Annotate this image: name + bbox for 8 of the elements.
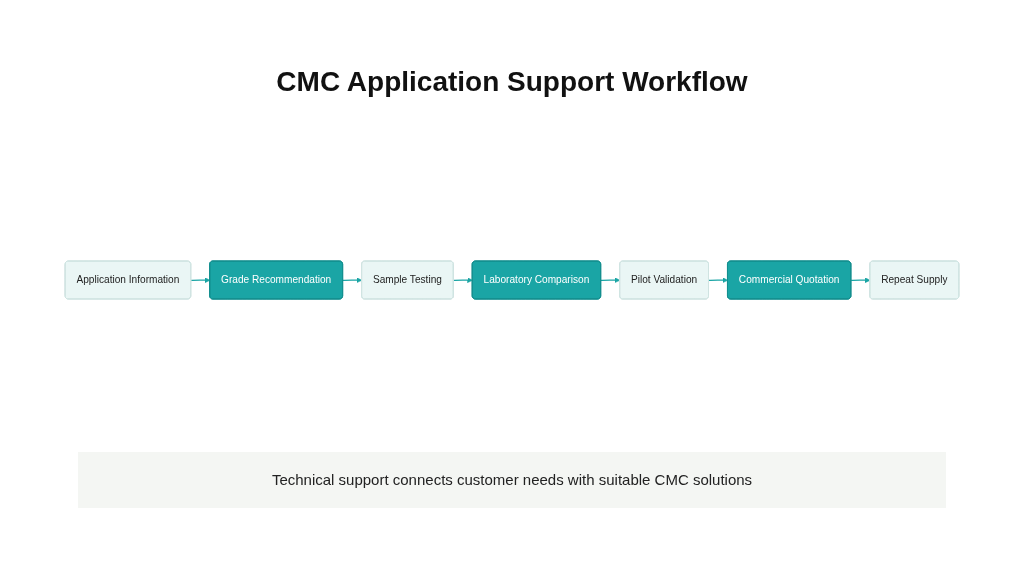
arrow: [342, 277, 363, 283]
arrow: [708, 277, 729, 283]
arrow: [600, 277, 621, 283]
arrow: [850, 277, 871, 283]
arrow: [452, 277, 473, 283]
diagram-title: CMC Application Support Workflow: [275, 66, 749, 98]
arrow: [190, 277, 211, 283]
caption-text: Technical support connects customer needs with suitable CMC solutions: [78, 452, 946, 508]
